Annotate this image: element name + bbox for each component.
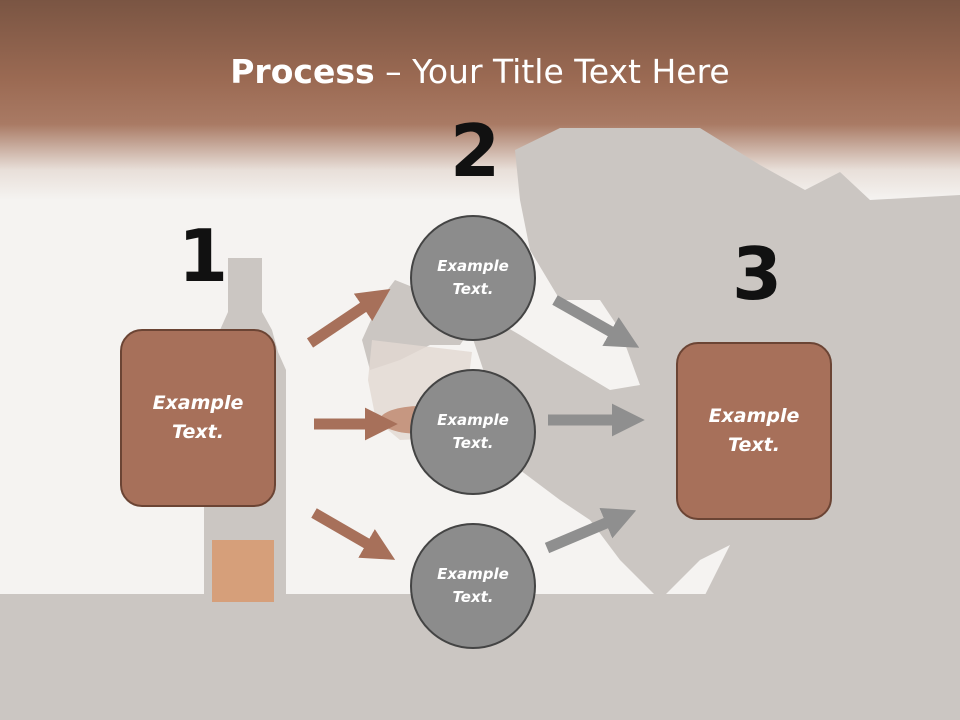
title-rest: – Your Title Text Here (374, 52, 730, 91)
step1-text-line2: Text. (172, 421, 224, 443)
circle-top-line2: Text. (452, 280, 494, 298)
step1-number: 1 (178, 214, 229, 298)
title-bold: Process (230, 52, 375, 91)
step3-text-line2: Text. (728, 434, 780, 456)
person-silhouette (362, 128, 960, 720)
step3-number: 3 (732, 232, 783, 316)
step1-text-line1: Example (152, 392, 244, 414)
circle-bottom-line1: Example (437, 565, 509, 583)
step2-number: 2 (450, 109, 501, 193)
arrow-step1-to-top (306, 288, 391, 348)
arrow-bottom-to-step3 (544, 507, 637, 554)
circle-middle-line1: Example (437, 411, 509, 429)
arrow-top-to-step3 (552, 295, 640, 348)
circle-top-line1: Example (437, 257, 509, 275)
circle-bottom-line2: Text. (452, 588, 494, 606)
bottle-liquid (212, 540, 274, 602)
slide-title: Process – Your Title Text Here (0, 52, 960, 91)
circle-middle-line2: Text. (452, 434, 494, 452)
step3-text-line1: Example (708, 405, 800, 427)
arrow-step1-to-bottom (311, 508, 396, 560)
header-band (0, 0, 960, 200)
